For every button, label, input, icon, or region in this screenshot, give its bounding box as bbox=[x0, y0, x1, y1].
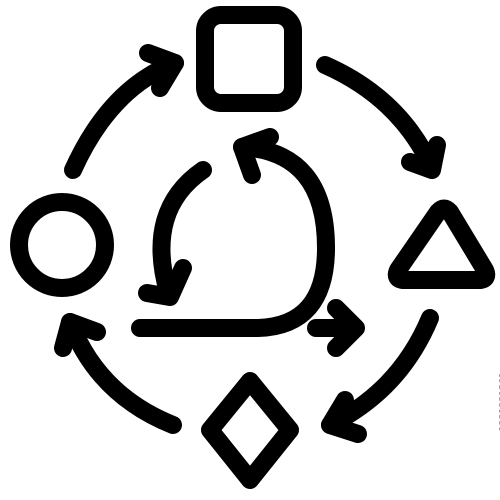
circle-icon bbox=[10, 193, 114, 297]
square-icon bbox=[196, 6, 302, 112]
inner-loop-arrowhead-top bbox=[233, 128, 279, 184]
diamond-icon bbox=[201, 372, 299, 489]
triangle-icon bbox=[387, 199, 496, 289]
outer-arrow-bottom-right bbox=[321, 309, 439, 443]
outer-arrow-top-left bbox=[64, 44, 184, 179]
inner-exit-arrow bbox=[307, 299, 365, 357]
inner-loop-path bbox=[131, 138, 335, 337]
outer-arrow-top-right bbox=[316, 56, 446, 179]
outer-arrow-bottom-left bbox=[54, 313, 182, 434]
inner-loop-left-arc bbox=[152, 161, 212, 301]
inner-loop-arrowhead-bottom bbox=[138, 259, 192, 306]
